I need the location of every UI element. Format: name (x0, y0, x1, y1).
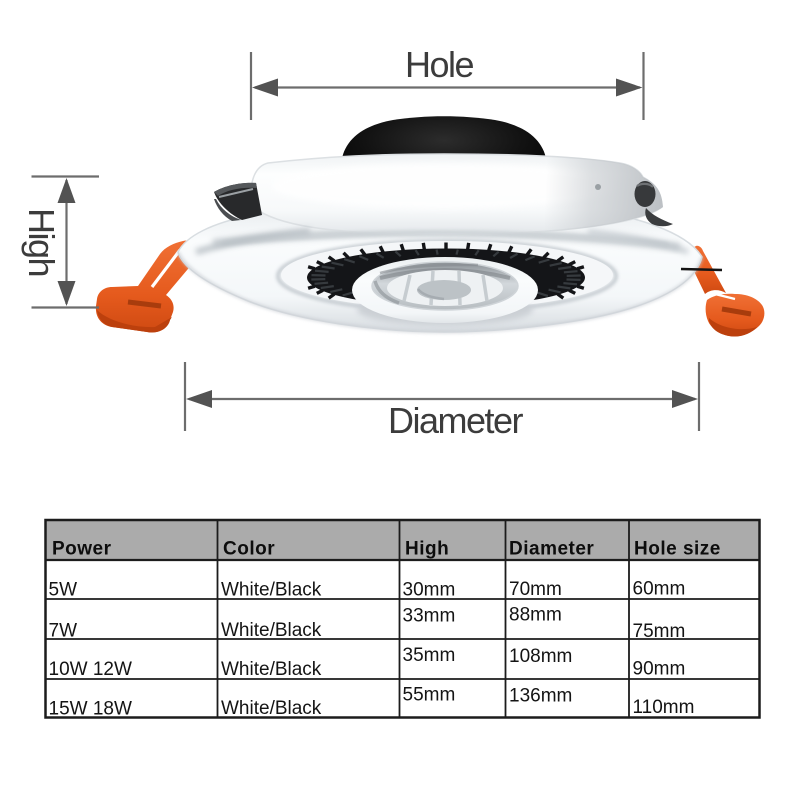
svg-text:10W 12W: 10W 12W (49, 659, 132, 680)
svg-text:90mm: 90mm (633, 659, 686, 680)
svg-text:High: High (21, 208, 62, 276)
svg-text:Power: Power (52, 539, 112, 560)
svg-text:30mm: 30mm (403, 580, 456, 601)
svg-text:108mm: 108mm (509, 646, 572, 667)
svg-text:7W: 7W (49, 621, 78, 642)
svg-text:Hole size: Hole size (634, 539, 721, 560)
svg-text:55mm: 55mm (403, 685, 456, 706)
svg-text:88mm: 88mm (509, 605, 562, 626)
svg-text:60mm: 60mm (633, 579, 686, 600)
svg-text:110mm: 110mm (633, 697, 695, 718)
svg-text:35mm: 35mm (403, 645, 456, 666)
svg-text:136mm: 136mm (509, 686, 572, 707)
svg-text:High: High (405, 539, 449, 560)
svg-text:Color: Color (223, 539, 275, 560)
svg-text:15W 18W: 15W 18W (49, 699, 132, 720)
svg-text:Diameter: Diameter (509, 539, 594, 560)
svg-text:White/Black: White/Black (221, 580, 322, 601)
svg-text:33mm: 33mm (403, 606, 456, 627)
svg-text:5W: 5W (49, 580, 78, 601)
svg-text:White/Black: White/Black (221, 698, 322, 719)
svg-text:Hole: Hole (405, 44, 474, 85)
svg-text:Diameter: Diameter (388, 400, 524, 441)
svg-text:75mm: 75mm (633, 621, 686, 642)
svg-text:70mm: 70mm (509, 579, 562, 600)
svg-text:White/Black: White/Black (221, 659, 322, 680)
svg-text:White/Black: White/Black (221, 620, 322, 641)
